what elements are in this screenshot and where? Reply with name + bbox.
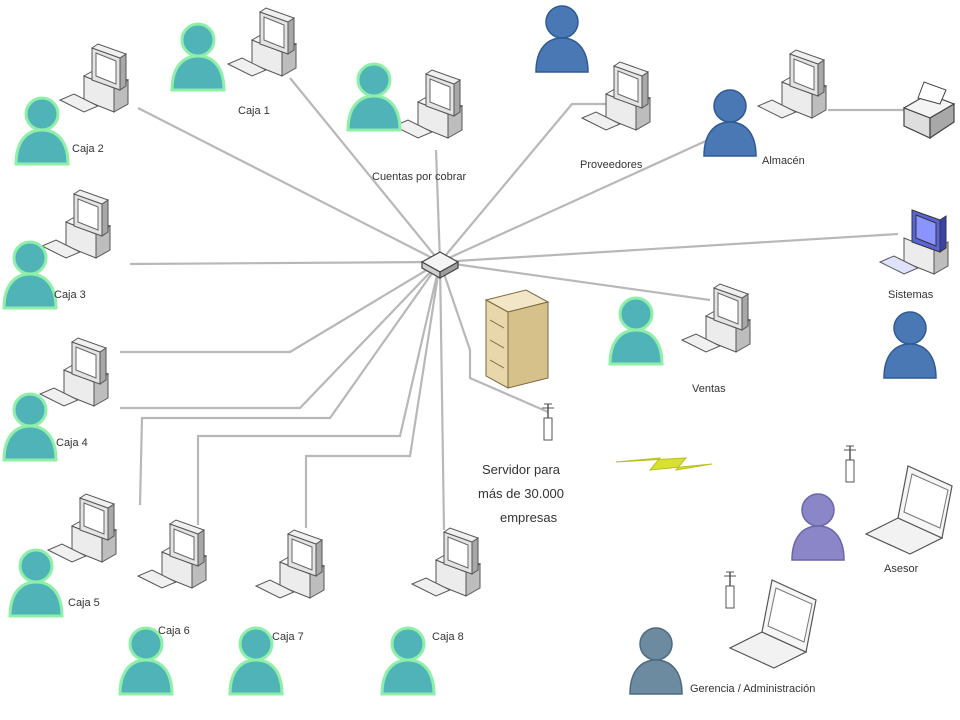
label-ventas: Ventas (692, 383, 726, 395)
computer-almacen (757, 49, 827, 119)
label-caja3: Caja 3 (54, 289, 86, 301)
lightning-icon (615, 457, 713, 471)
label-caja5: Caja 5 (68, 597, 100, 609)
server-icon (484, 289, 550, 389)
label-caja7: Caja 7 (272, 631, 304, 643)
label-caja4: Caja 4 (56, 437, 88, 449)
computer-ventas (681, 283, 751, 353)
label-asesor: Asesor (884, 563, 919, 575)
computer-caja3 (41, 189, 111, 259)
printer-icon (902, 81, 956, 140)
computer-proveedores (581, 61, 651, 131)
label-caja2: Caja 2 (72, 143, 104, 155)
computer-caja2 (59, 43, 129, 113)
computer-cuentas (393, 69, 463, 139)
connection-lines (120, 77, 906, 531)
label-caja1: Caja 1 (238, 105, 270, 117)
label-cuentas: Cuentas por cobrar (372, 171, 466, 183)
antenna-icon (843, 445, 857, 483)
label-proveedores: Proveedores (580, 159, 643, 171)
computer-caja4 (39, 337, 109, 407)
user-icon (629, 627, 683, 695)
computer-caja6 (137, 519, 207, 589)
antenna-icon (723, 571, 737, 609)
computer-caja7 (255, 529, 325, 599)
label-sistemas: Sistemas (888, 289, 934, 301)
label-almacen: Almacén (762, 155, 805, 167)
label-caja6: Caja 6 (158, 625, 190, 637)
label-server-line2: más de 30.000 (478, 486, 564, 501)
laptop-gerencia (729, 579, 817, 669)
label-gerencia: Gerencia / Administración (690, 683, 815, 695)
computer-sistemas (879, 209, 949, 275)
label-caja8: Caja 8 (432, 631, 464, 643)
computer-caja5 (47, 493, 117, 563)
computer-caja8 (411, 527, 481, 597)
hub-icon (420, 251, 460, 280)
label-server-line3: empresas (500, 510, 558, 525)
laptop-asesor (865, 465, 953, 555)
label-server-line1: Servidor para (482, 462, 561, 477)
computer-caja1 (227, 7, 297, 77)
user-icon (791, 493, 845, 561)
